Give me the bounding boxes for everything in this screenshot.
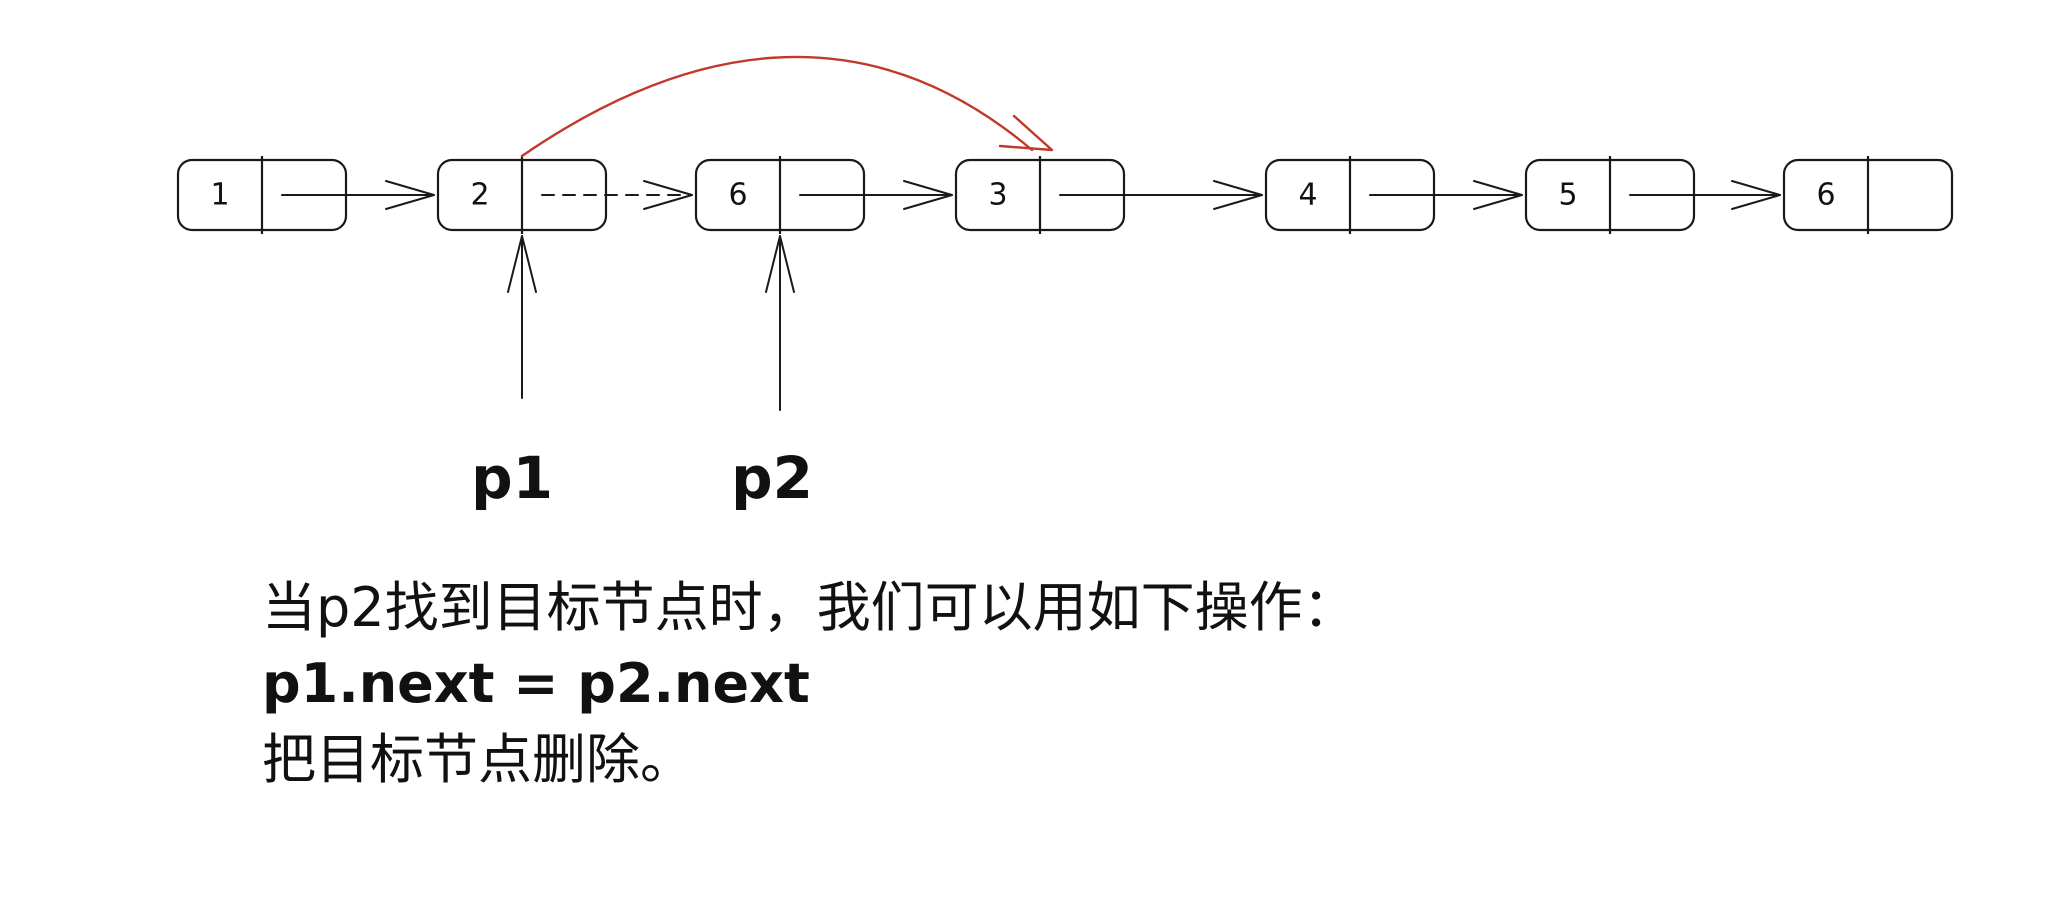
pointer-arrow-head: [507, 235, 537, 293]
pointer-arrow-p2: [765, 235, 795, 411]
list-node: 6: [1782, 156, 1954, 234]
list-node: 2: [436, 156, 608, 234]
list-node: 1: [176, 156, 348, 234]
caption: 当p2找到目标节点时，我们可以用如下操作： p1.next = p2.next …: [262, 570, 1357, 798]
arrow-head: [1731, 180, 1781, 210]
caption-line-3: 把目标节点删除。: [262, 728, 694, 791]
pointer-arrow-p1: [507, 235, 537, 399]
node-value-label: 6: [1816, 178, 1835, 213]
bypass-arrow-head: [998, 114, 1054, 152]
removed-link: [541, 180, 693, 210]
next-link: [281, 180, 435, 210]
node-value-label: 1: [210, 178, 229, 213]
node-value-label: 5: [1558, 178, 1577, 213]
arrow-head: [903, 180, 953, 210]
next-link: [1369, 180, 1523, 210]
bypass-link: [520, 55, 1054, 158]
pointers-layer: p1 p2: [471, 235, 813, 512]
next-link: [1629, 180, 1781, 210]
list-node: 6: [694, 156, 866, 234]
bypass-arc: [520, 55, 1034, 158]
pointer-label-p2: p2: [731, 444, 813, 512]
next-link: [799, 180, 953, 210]
node-value-label: 6: [728, 178, 747, 213]
pointer-arrow-head: [765, 235, 795, 293]
next-link: [1059, 180, 1263, 210]
caption-line-2-code: p1.next = p2.next: [262, 652, 810, 715]
caption-line-1: 当p2找到目标节点时，我们可以用如下操作：: [262, 576, 1357, 639]
bypass-layer: [520, 55, 1054, 158]
arrow-head: [643, 180, 693, 210]
pointer-label-p1: p1: [471, 444, 553, 512]
node-value-label: 3: [988, 178, 1007, 213]
node-value-label: 4: [1298, 178, 1317, 213]
arrow-head: [1213, 180, 1263, 210]
nodes-layer: 1 2 6 3 4 5 6: [176, 156, 1954, 234]
links-layer: [281, 180, 1781, 210]
arrow-head: [1473, 180, 1523, 210]
list-node: 4: [1264, 156, 1436, 234]
arrow-head: [385, 180, 435, 210]
node-value-label: 2: [470, 178, 489, 213]
list-node: 5: [1524, 156, 1696, 234]
list-node: 3: [954, 156, 1126, 234]
